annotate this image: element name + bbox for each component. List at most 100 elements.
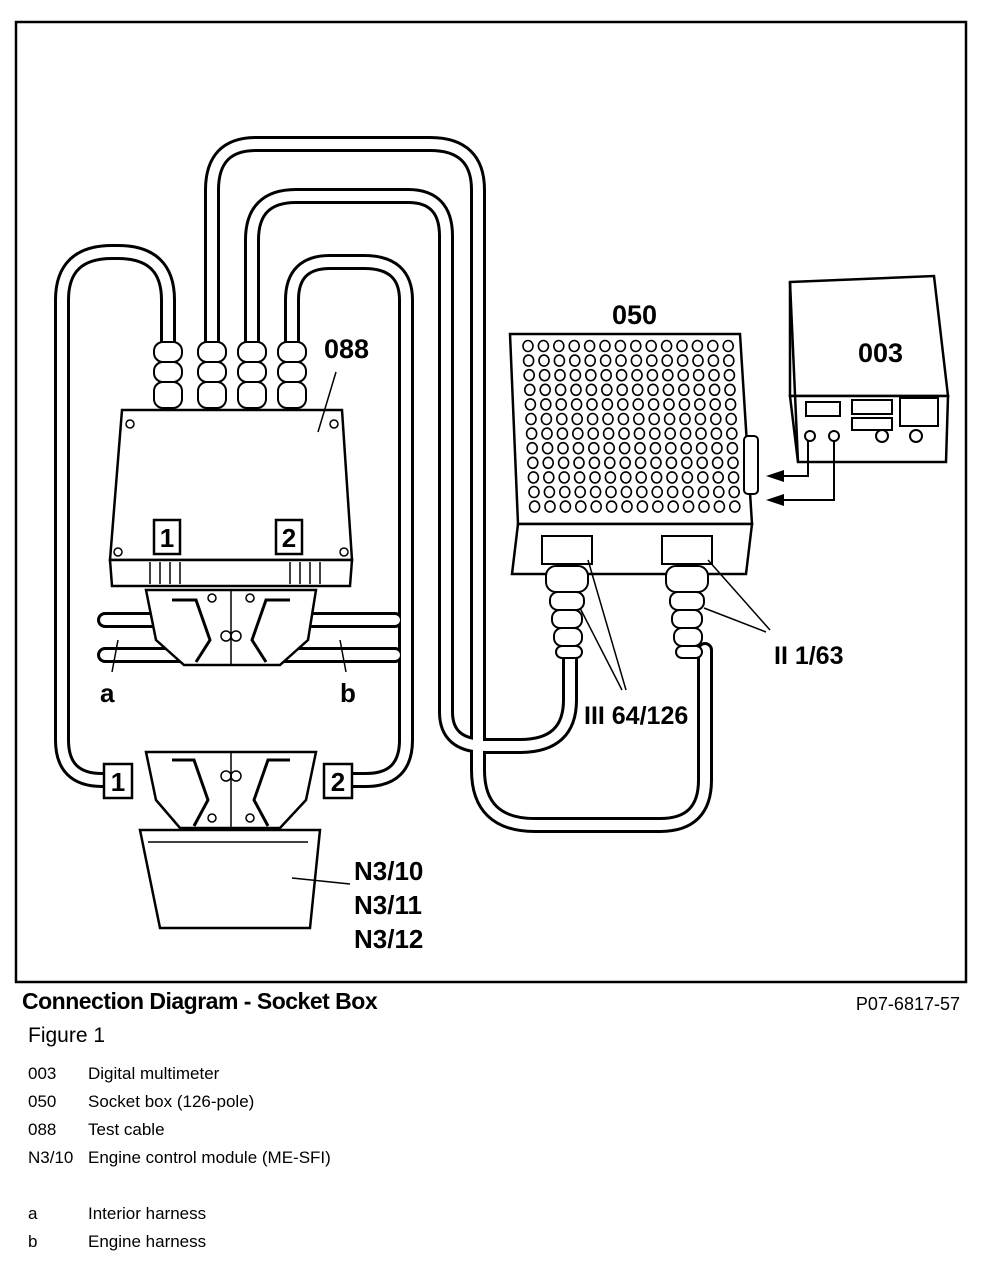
- socket-hole: [646, 368, 659, 382]
- socket-grid: [522, 339, 741, 513]
- socket-hole: [711, 456, 724, 470]
- socket-hole: [585, 383, 598, 397]
- socket-hole: [648, 427, 661, 440]
- socket-hole: [666, 485, 679, 499]
- harness-a-label: a: [100, 678, 115, 708]
- socket-hole: [571, 427, 584, 440]
- socket-hole: [600, 383, 613, 397]
- socket-hole: [694, 412, 707, 426]
- socket-hole: [651, 500, 664, 513]
- socket-hole: [728, 500, 741, 513]
- ecm-label-3: N3/12: [354, 924, 423, 954]
- socket-hole: [662, 383, 675, 397]
- socket-hole: [616, 398, 629, 411]
- socket-hole: [552, 339, 565, 353]
- socket-hole: [678, 398, 691, 411]
- socket-hole: [603, 441, 616, 455]
- legend-code: 088: [28, 1120, 57, 1139]
- legend-code: 050: [28, 1092, 57, 1111]
- socket-hole: [602, 427, 615, 440]
- socket-hole: [599, 339, 611, 353]
- socket-hole: [631, 368, 643, 382]
- socket-hole: [647, 383, 659, 397]
- socket-hole: [650, 456, 662, 470]
- socket-hole: [553, 354, 566, 367]
- socket-hole: [605, 485, 617, 499]
- ecm-label-2: N3/11: [354, 890, 422, 920]
- socket-hole: [522, 339, 534, 353]
- socket-hole: [676, 339, 688, 353]
- diagram-frame: [14, 20, 968, 984]
- legend-desc: Socket box (126-pole): [88, 1092, 255, 1111]
- socket-hole: [710, 427, 723, 440]
- socket-hole: [661, 354, 674, 367]
- socket-hole: [603, 456, 616, 470]
- legend-desc: Digital multimeter: [88, 1064, 220, 1083]
- socket-hole: [709, 412, 722, 426]
- socket-hole: [727, 471, 740, 484]
- socket-hole: [693, 383, 706, 397]
- socket-hole: [708, 383, 721, 397]
- socket-hole: [568, 339, 581, 353]
- socket-hole: [679, 427, 692, 440]
- socket-hole: [650, 471, 663, 484]
- socket-hole: [570, 383, 582, 397]
- socket-hole: [602, 412, 614, 426]
- connector-2-box: [274, 518, 304, 556]
- ecm-label-1: N3/10: [354, 856, 423, 886]
- socket-hole: [649, 441, 662, 455]
- socket-hole: [599, 354, 612, 367]
- socket-hole: [558, 485, 571, 499]
- socket-hole: [692, 368, 705, 382]
- socket-hole: [697, 485, 710, 499]
- socket-ii-label: II 1/63: [774, 642, 844, 670]
- socket-hole: [682, 485, 694, 499]
- connector-2-label: 2: [282, 523, 296, 553]
- socket-hole: [556, 427, 569, 440]
- socket-hole: [691, 339, 704, 353]
- socket-box-label: 050: [612, 300, 657, 330]
- socket-hole: [618, 441, 631, 455]
- socket-hole: [526, 456, 539, 470]
- socket-hole: [648, 412, 661, 426]
- socket-hole: [635, 485, 648, 499]
- figure-number: Figure 1: [28, 1024, 106, 1047]
- socket-hole: [527, 471, 540, 484]
- socket-hole: [543, 485, 556, 499]
- socket-hole: [629, 339, 642, 353]
- socket-hole: [712, 485, 725, 499]
- socket-hole: [568, 354, 581, 367]
- socket-hole: [544, 500, 556, 513]
- legend-desc: Engine control module (ME-SFI): [88, 1148, 331, 1167]
- socket-hole: [677, 383, 690, 397]
- socket-hole: [680, 456, 693, 470]
- harness-b-label: b: [340, 678, 356, 708]
- socket-hole: [555, 398, 568, 411]
- socket-hole: [559, 500, 572, 513]
- socket-hole: [677, 368, 690, 382]
- socket-hole: [604, 471, 617, 484]
- socket-hole: [693, 398, 706, 411]
- socket-hole: [711, 441, 723, 455]
- socket-hole: [538, 354, 550, 367]
- socket-hole: [631, 383, 644, 397]
- socket-hole: [681, 471, 694, 484]
- socket-hole: [541, 427, 553, 440]
- socket-hole: [645, 354, 658, 367]
- socket-hole: [663, 412, 676, 426]
- socket-hole: [634, 456, 647, 470]
- socket-hole: [537, 339, 550, 353]
- socket-hole: [522, 354, 535, 367]
- socket-hole: [601, 398, 614, 411]
- socket-hole: [696, 456, 709, 470]
- socket-hole: [619, 471, 632, 484]
- socket-hole: [692, 354, 704, 367]
- socket-hole: [570, 398, 583, 411]
- socket-hole: [695, 427, 707, 440]
- socket-hole: [727, 456, 739, 470]
- socket-hole: [569, 368, 582, 382]
- socket-hole: [666, 471, 678, 484]
- socket-hole: [712, 471, 725, 484]
- socket-hole: [620, 485, 633, 499]
- ecm-connector-1-label: 1: [111, 767, 125, 797]
